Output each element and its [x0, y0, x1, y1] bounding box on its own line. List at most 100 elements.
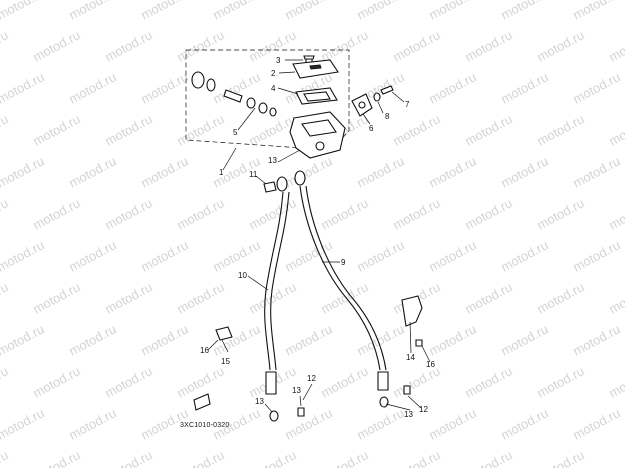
watermark-text: motod.ru [246, 447, 298, 468]
watermark-text: motod.ru [174, 195, 226, 232]
callout-16-left: 16 [200, 346, 209, 355]
watermark-text: motod.ru [30, 111, 82, 148]
watermark-text: motod.ru [462, 279, 514, 316]
callout-13-lower-mid: 13 [292, 386, 301, 395]
callout-4: 4 [271, 84, 276, 93]
diaphragm-part-4 [295, 87, 338, 105]
callout-13-lower-right: 13 [404, 410, 413, 419]
watermark-text: motod.ru [606, 111, 625, 148]
banjo-fitting-upper-right [294, 170, 306, 186]
callout-2: 2 [271, 69, 276, 78]
reservoir-cap-part-2 [292, 59, 339, 79]
watermark-text: motod.ru [426, 0, 478, 23]
watermark-text: motod.ru [30, 27, 82, 64]
callout-13-lower-left: 13 [255, 397, 264, 406]
watermark-text: motod.ru [318, 27, 370, 64]
callout-6: 6 [369, 124, 374, 133]
watermark-text: motod.ru [282, 0, 334, 23]
watermark-text: motod.ru [66, 321, 118, 358]
watermark-text: motod.ru [282, 405, 334, 442]
watermark-text: motod.ru [462, 447, 514, 468]
watermark-text: motod.ru [138, 0, 190, 23]
callout-1: 1 [219, 168, 224, 177]
watermark-text: motod.ru [606, 279, 625, 316]
watermark-text: motod.ru [498, 153, 550, 190]
watermark-text: motod.ru [606, 195, 625, 232]
watermark-text: motod.ru [138, 237, 190, 274]
watermark-text: motod.ru [462, 363, 514, 400]
watermark-text: motod.ru [354, 321, 406, 358]
callout-11: 11 [249, 170, 258, 179]
callout-16-right: 16 [426, 360, 435, 369]
watermark-text: motod.ru [102, 111, 154, 148]
watermark-text: motod.ru [66, 69, 118, 106]
watermark-text: motod.ru [318, 447, 370, 468]
lever-bracket-part-6 [351, 93, 373, 117]
watermark-text: motod.ru [426, 405, 478, 442]
watermark-text: motod.ru [498, 69, 550, 106]
callout-15: 15 [221, 357, 230, 366]
watermark-text: motod.ru [462, 111, 514, 148]
watermark-text: motod.ru [0, 279, 11, 316]
banjo-fitting-upper-left [276, 176, 288, 192]
watermark-text: motod.ru [534, 27, 586, 64]
callout-12-left: 12 [307, 374, 316, 383]
watermark-text: motod.ru [0, 405, 47, 442]
watermark-text: motod.ru [570, 405, 622, 442]
watermark-text: motod.ru [30, 363, 82, 400]
watermark-text: motod.ru [498, 0, 550, 23]
union-bolt-part-11 [263, 181, 277, 193]
orientation-arrow-icon [193, 393, 211, 411]
watermark-text: motod.ru [30, 447, 82, 468]
watermark-text: motod.ru [174, 447, 226, 468]
watermark-text: motod.ru [570, 237, 622, 274]
watermark-text: motod.ru [390, 195, 442, 232]
brake-hose-part-10 [264, 191, 284, 371]
watermark-text: motod.ru [66, 405, 118, 442]
hose-guide-part-14 [401, 295, 423, 327]
watermark-text: motod.ru [102, 195, 154, 232]
watermark-text: motod.ru [210, 0, 262, 23]
watermark-text: motod.ru [534, 447, 586, 468]
watermark-text: motod.ru [282, 153, 334, 190]
watermark-text: motod.ru [174, 279, 226, 316]
bolt-part-16-right [415, 339, 423, 347]
watermark-text: motod.ru [426, 69, 478, 106]
watermark-text: motod.ru [354, 0, 406, 23]
watermark-text: motod.ru [354, 405, 406, 442]
hose-fitting-lower-right [377, 371, 389, 391]
callout-10: 10 [238, 271, 247, 280]
piston-kit-part-5 [191, 71, 277, 117]
callout-3: 3 [276, 56, 281, 65]
watermark-text: motod.ru [534, 363, 586, 400]
watermark-text: motod.ru [462, 195, 514, 232]
washer-part-8 [373, 92, 381, 102]
watermark-text: motod.ru [0, 363, 11, 400]
callout-9: 9 [341, 258, 346, 267]
washer-part-13-lower-left [269, 410, 279, 422]
watermark-text: motod.ru [390, 111, 442, 148]
watermark-text: motod.ru [102, 27, 154, 64]
watermark-text: motod.ru [0, 27, 11, 64]
watermark-text: motod.ru [174, 111, 226, 148]
hose-fitting-lower-left [265, 371, 277, 395]
watermark-text: motod.ru [570, 153, 622, 190]
watermark-text: motod.ru [0, 195, 11, 232]
watermark-text: motod.ru [354, 237, 406, 274]
watermark-text: motod.ru [354, 153, 406, 190]
watermark-text: motod.ru [246, 195, 298, 232]
hose-guide-part-15 [215, 326, 233, 341]
watermark-text: motod.ru [390, 27, 442, 64]
washer-part-13-lower-right [379, 396, 389, 408]
watermark-text: motod.ru [174, 27, 226, 64]
watermark-text: motod.ru [606, 363, 625, 400]
watermark-text: motod.ru [498, 237, 550, 274]
callout-7: 7 [405, 100, 410, 109]
watermark-text: motod.ru [0, 237, 47, 274]
callout-8: 8 [385, 112, 390, 121]
watermark-text: motod.ru [210, 237, 262, 274]
watermark-text: motod.ru [0, 153, 47, 190]
watermark-text: motod.ru [0, 447, 11, 468]
watermark-text: motod.ru [210, 321, 262, 358]
